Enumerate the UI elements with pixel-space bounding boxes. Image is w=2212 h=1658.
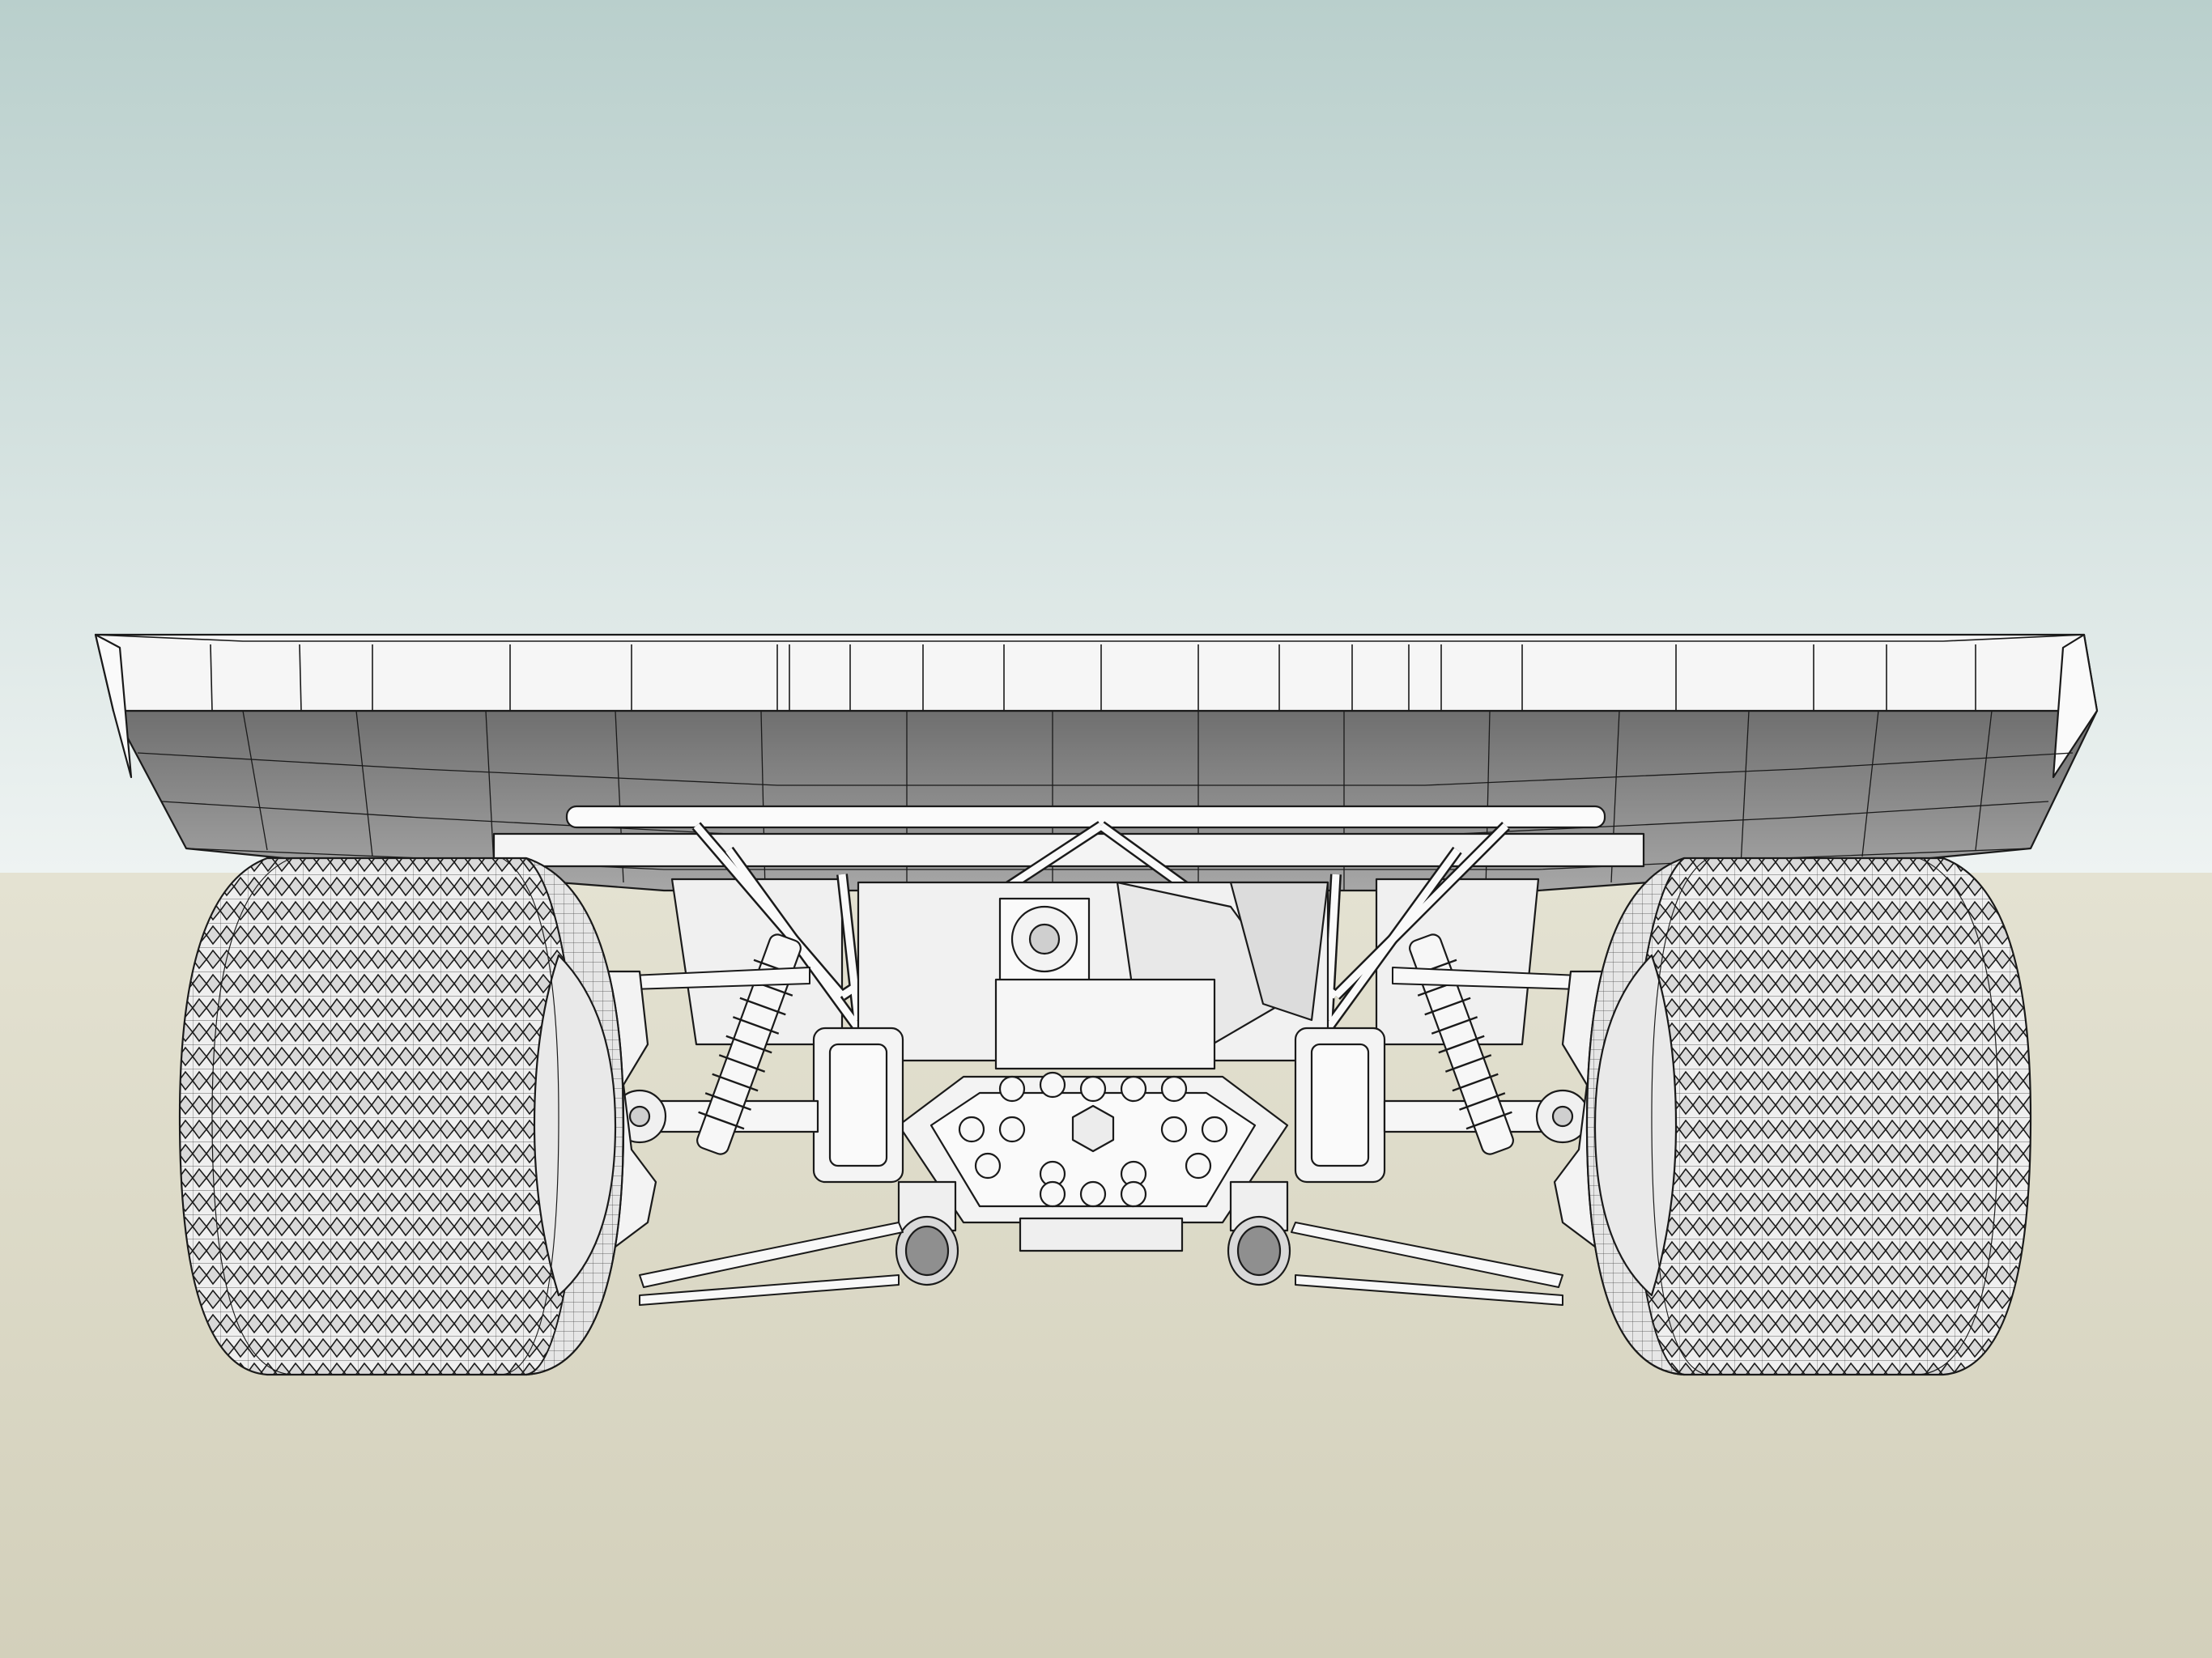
engine-block <box>857 881 1329 1070</box>
brake-right <box>1294 1027 1386 1184</box>
rear-wing[interactable] <box>94 633 2099 892</box>
differential-housing[interactable] <box>897 1071 1289 1252</box>
brake-left <box>812 1027 904 1184</box>
differential-bolts <box>958 1071 1228 1208</box>
tire-right-rear[interactable] <box>1585 857 2032 1376</box>
wing-segments <box>95 634 2085 712</box>
exhaust-left <box>895 1180 959 1286</box>
coilover-right <box>1409 933 1514 1155</box>
exhaust-right <box>1227 1180 1291 1286</box>
suspension-arms <box>631 967 1580 1306</box>
tire-left-rear[interactable] <box>178 857 625 1376</box>
